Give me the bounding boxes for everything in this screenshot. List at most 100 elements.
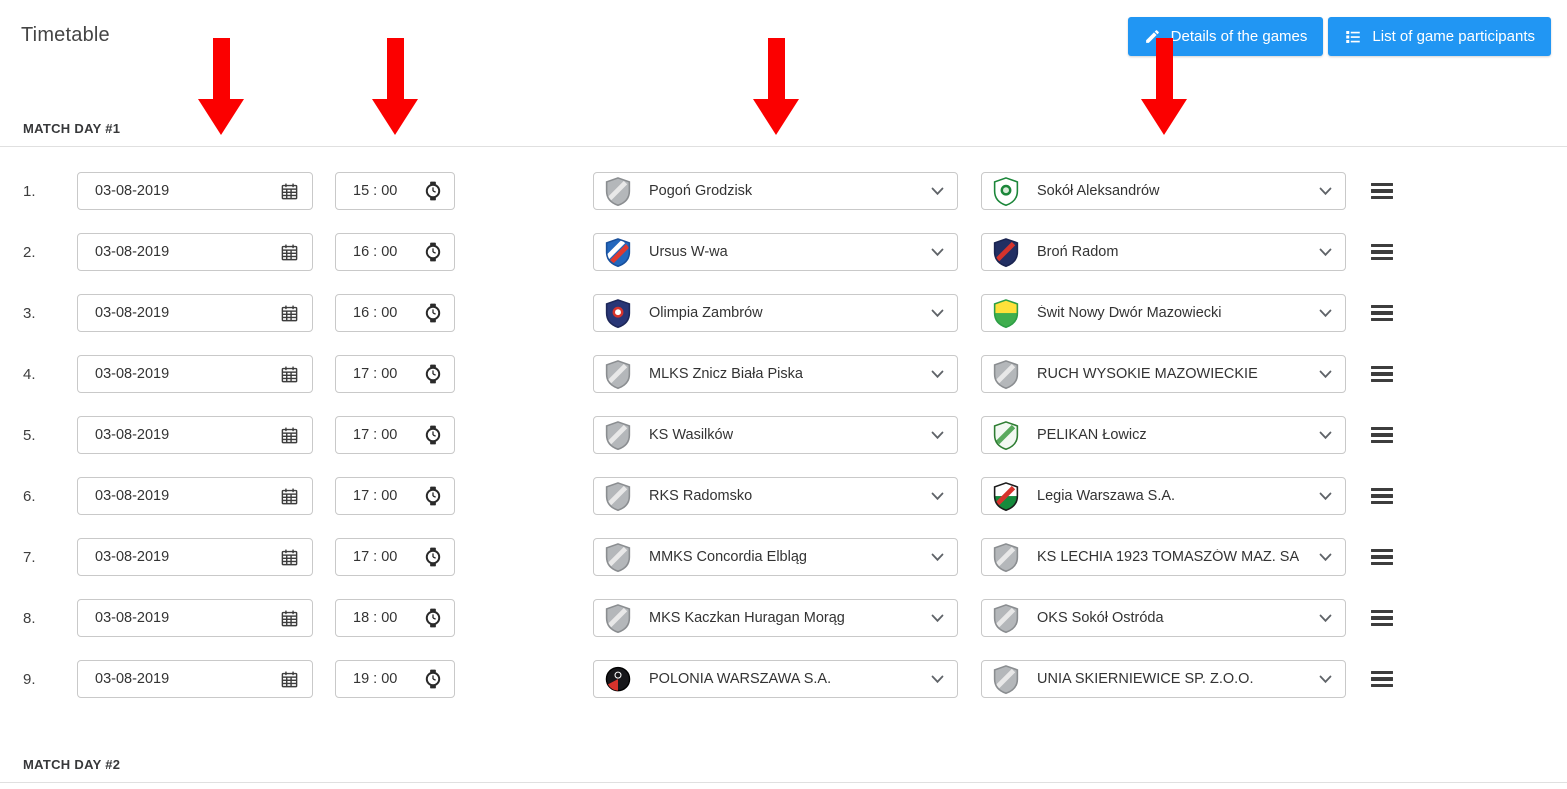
matchday-label: MATCH DAY #1	[23, 121, 121, 136]
away-team-name: RUCH WYSOKIE MAZOWIECKIE	[1037, 366, 1258, 382]
button-label: Details of the games	[1170, 28, 1308, 45]
time-value: 17 : 00	[353, 488, 398, 504]
calendar-icon[interactable]	[280, 487, 299, 506]
clock-icon[interactable]	[424, 181, 442, 201]
home-team-select[interactable]: MKS Kaczkan Huragan Morąg	[593, 599, 958, 637]
calendar-icon[interactable]	[280, 182, 299, 201]
calendar-icon[interactable]	[280, 609, 299, 628]
home-team-name: MLKS Znicz Biała Piska	[649, 366, 803, 382]
time-input[interactable]: 17 : 00	[335, 355, 455, 393]
clock-icon[interactable]	[424, 364, 442, 384]
time-input[interactable]: 15 : 00	[335, 172, 455, 210]
date-input[interactable]: 03-08-2019	[77, 294, 313, 332]
time-input[interactable]: 17 : 00	[335, 538, 455, 576]
calendar-icon[interactable]	[280, 365, 299, 384]
away-team-name: PELIKAN Łowicz	[1037, 427, 1147, 443]
home-team-select[interactable]: Pogoń Grodzisk	[593, 172, 958, 210]
time-input[interactable]: 16 : 00	[335, 233, 455, 271]
time-value: 17 : 00	[353, 549, 398, 565]
row-number: 1.	[23, 182, 36, 200]
button-label: List of game participants	[1372, 28, 1535, 45]
match-row: 5. 03-08-2019 17 : 00	[23, 416, 1567, 454]
away-team-select[interactable]: Broń Radom	[981, 233, 1346, 271]
away-team-crest-icon	[991, 358, 1021, 390]
clock-icon[interactable]	[424, 547, 442, 567]
away-team-select[interactable]: KS LECHIA 1923 TOMASZÓW MAZ. SA	[981, 538, 1346, 576]
drag-handle-icon[interactable]	[1371, 487, 1393, 505]
calendar-icon[interactable]	[280, 304, 299, 323]
away-team-crest-icon	[991, 602, 1021, 634]
clock-icon[interactable]	[424, 669, 442, 689]
away-team-select[interactable]: Sokół Aleksandrów	[981, 172, 1346, 210]
date-input[interactable]: 03-08-2019	[77, 416, 313, 454]
clock-icon[interactable]	[424, 486, 442, 506]
home-team-crest-icon	[603, 175, 633, 207]
away-team-select[interactable]: PELIKAN Łowicz	[981, 416, 1346, 454]
drag-handle-icon[interactable]	[1371, 182, 1393, 200]
calendar-icon[interactable]	[280, 243, 299, 262]
drag-handle-icon[interactable]	[1371, 304, 1393, 322]
away-team-select[interactable]: RUCH WYSOKIE MAZOWIECKIE	[981, 355, 1346, 393]
home-team-select[interactable]: MMKS Concordia Elbląg	[593, 538, 958, 576]
date-input[interactable]: 03-08-2019	[77, 233, 313, 271]
match-row: 7. 03-08-2019 17 : 00	[23, 538, 1567, 576]
away-team-select[interactable]: Legia Warszawa S.A.	[981, 477, 1346, 515]
date-input[interactable]: 03-08-2019	[77, 477, 313, 515]
page-title: Timetable	[21, 24, 110, 46]
drag-handle-icon[interactable]	[1371, 609, 1393, 627]
chevron-down-icon	[931, 309, 944, 318]
row-number: 3.	[23, 304, 36, 322]
home-team-crest-icon	[603, 298, 633, 329]
home-team-select[interactable]: RKS Radomsko	[593, 477, 958, 515]
home-team-crest-icon	[603, 480, 633, 512]
home-team-select[interactable]: Olimpia Zambrów	[593, 294, 958, 332]
matchday-section: MATCH DAY #2	[0, 757, 1567, 785]
away-team-select[interactable]: Świt Nowy Dwór Mazowiecki	[981, 294, 1346, 332]
home-team-name: MKS Kaczkan Huragan Morąg	[649, 610, 845, 626]
calendar-icon[interactable]	[280, 426, 299, 445]
date-input[interactable]: 03-08-2019	[77, 355, 313, 393]
home-team-crest-icon	[603, 358, 633, 390]
drag-handle-icon[interactable]	[1371, 426, 1393, 444]
home-team-crest-icon	[603, 602, 633, 634]
row-number: 6.	[23, 487, 36, 505]
date-input[interactable]: 03-08-2019	[77, 172, 313, 210]
match-row: 3. 03-08-2019 16 : 00	[23, 294, 1567, 332]
date-input[interactable]: 03-08-2019	[77, 599, 313, 637]
date-input[interactable]: 03-08-2019	[77, 538, 313, 576]
time-input[interactable]: 17 : 00	[335, 416, 455, 454]
away-team-select[interactable]: UNIA SKIERNIEWICE SP. Z.O.O.	[981, 660, 1346, 698]
chevron-down-icon	[931, 370, 944, 379]
date-input[interactable]: 03-08-2019	[77, 660, 313, 698]
home-team-select[interactable]: POLONIA WARSZAWA S.A.	[593, 660, 958, 698]
chevron-down-icon	[1319, 553, 1332, 562]
home-team-select[interactable]: Ursus W-wa	[593, 233, 958, 271]
match-row: 2. 03-08-2019 16 : 00	[23, 233, 1567, 271]
clock-icon[interactable]	[424, 608, 442, 628]
time-input[interactable]: 18 : 00	[335, 599, 455, 637]
home-team-crest-icon	[603, 541, 633, 573]
drag-handle-icon[interactable]	[1371, 548, 1393, 566]
calendar-icon[interactable]	[280, 670, 299, 689]
drag-handle-icon[interactable]	[1371, 365, 1393, 383]
home-team-select[interactable]: MLKS Znicz Biała Piska	[593, 355, 958, 393]
clock-icon[interactable]	[424, 303, 442, 323]
calendar-icon[interactable]	[280, 548, 299, 567]
chevron-down-icon	[1319, 370, 1332, 379]
home-team-select[interactable]: KS Wasilków	[593, 416, 958, 454]
row-number: 9.	[23, 670, 36, 688]
red-arrow-down-icon	[753, 38, 799, 135]
chevron-down-icon	[1319, 614, 1332, 623]
time-input[interactable]: 19 : 00	[335, 660, 455, 698]
drag-handle-icon[interactable]	[1371, 243, 1393, 261]
red-arrow-down-icon	[1141, 38, 1187, 135]
away-team-crest-icon	[991, 480, 1021, 512]
clock-icon[interactable]	[424, 425, 442, 445]
list-of-participants-button[interactable]: List of game participants	[1328, 17, 1551, 56]
matchday-rows	[0, 783, 1567, 785]
time-input[interactable]: 16 : 00	[335, 294, 455, 332]
clock-icon[interactable]	[424, 242, 442, 262]
away-team-select[interactable]: OKS Sokół Ostróda	[981, 599, 1346, 637]
drag-handle-icon[interactable]	[1371, 670, 1393, 688]
time-input[interactable]: 17 : 00	[335, 477, 455, 515]
